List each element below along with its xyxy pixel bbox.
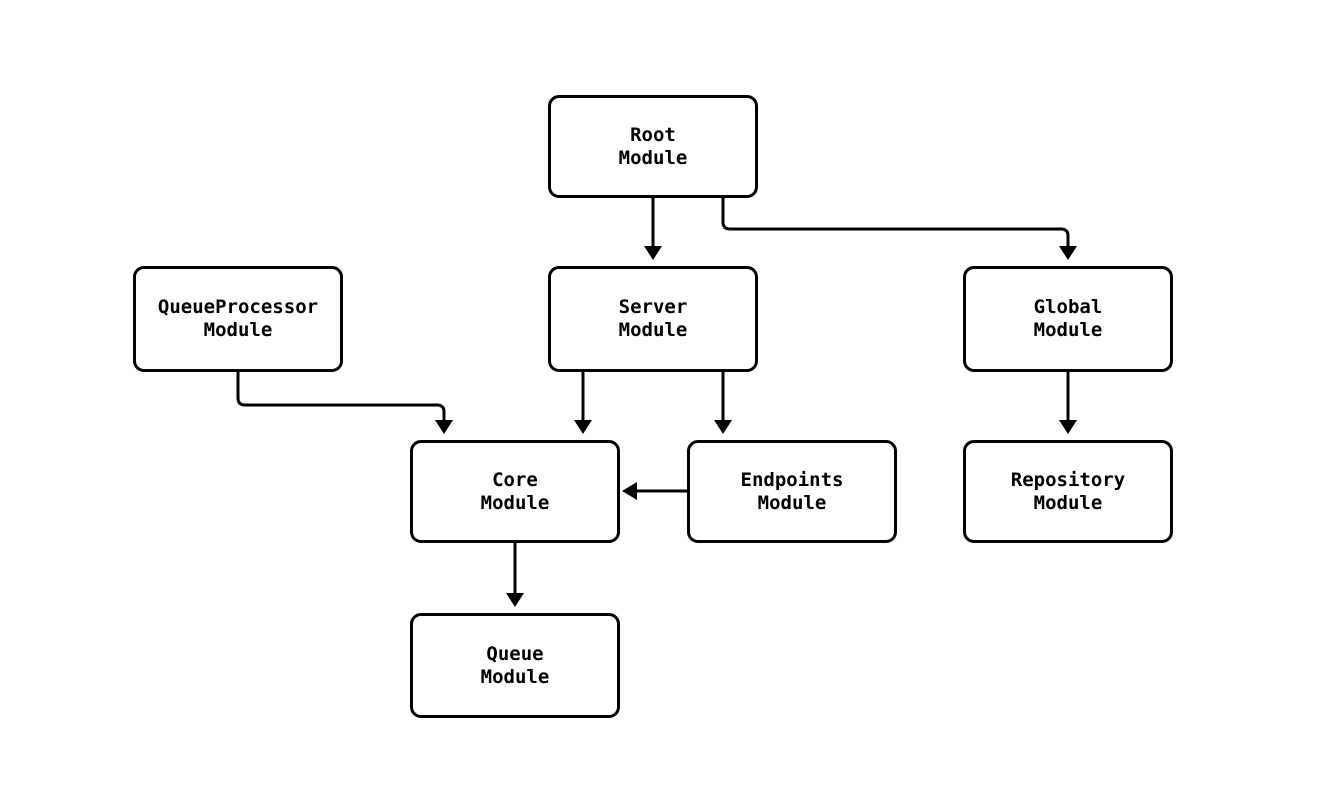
edge-root-to-global [721,198,1077,260]
node-core-module-line2: Module [480,491,550,514]
edge-core-to-queue [506,543,524,607]
node-queueprocessor-module-line1: QueueProcessor [157,296,319,318]
node-server-module-line1: Server [618,296,688,318]
node-server-module-line2: Module [618,319,688,341]
node-global-module-line1: Global [1033,296,1103,318]
node-queue-module[interactable]: Queue Module [410,613,620,718]
node-root-module-line2: Module [618,146,688,169]
node-queue-module-line2: Module [480,665,550,688]
node-server-module[interactable]: Server Module [548,266,758,372]
node-root-module[interactable]: Root Module [548,95,758,198]
node-queueprocessor-module[interactable]: QueueProcessor Module [133,266,343,372]
node-core-module[interactable]: Core Module [410,440,620,543]
node-root-module-line1: Root [630,123,676,146]
edge-endpoints-to-core [622,482,687,500]
node-global-module-line2: Module [1033,319,1103,341]
node-endpoints-module-line1: Endpoints [740,468,844,491]
edge-global-to-repository [1059,372,1077,434]
edge-server-to-endpoints [714,372,732,434]
node-endpoints-module[interactable]: Endpoints Module [687,440,897,543]
node-repository-module-line2: Module [1033,491,1103,514]
node-repository-module[interactable]: Repository Module [963,440,1173,543]
edge-root-to-server [644,198,662,260]
edge-server-to-core [574,372,592,434]
node-endpoints-module-line2: Module [757,491,827,514]
node-queue-module-line1: Queue [486,642,544,665]
node-queueprocessor-module-line2: Module [203,319,273,341]
node-repository-module-line1: Repository [1010,468,1126,491]
edge-queueprocessor-to-core [236,372,453,434]
node-global-module[interactable]: Global Module [963,266,1173,372]
node-core-module-line1: Core [492,468,538,491]
